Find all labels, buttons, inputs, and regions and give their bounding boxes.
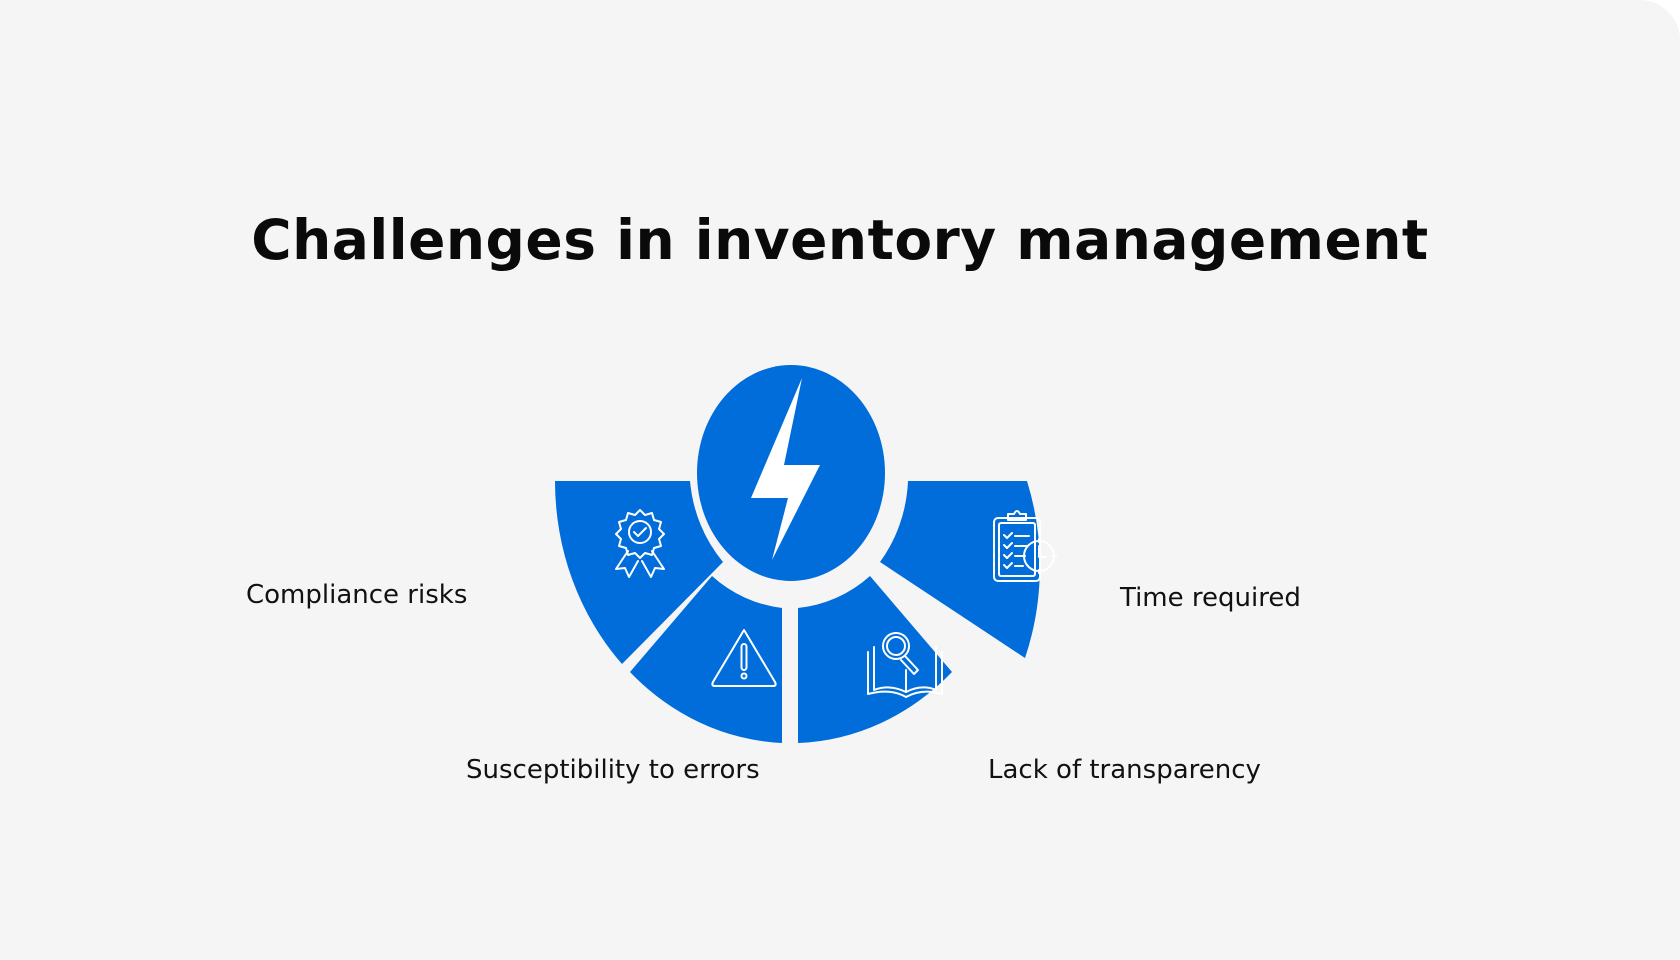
label-time-required: Time required: [1120, 583, 1301, 613]
segment-susceptibility-to-errors: [630, 576, 782, 743]
label-compliance-risks: Compliance risks: [246, 580, 468, 610]
label-susceptibility-to-errors: Susceptibility to errors: [466, 755, 760, 785]
page-title: Challenges in inventory management: [251, 208, 1429, 272]
award-badge-check-icon: [615, 509, 665, 578]
clipboard-clock-icon: [993, 510, 1057, 582]
label-lack-of-transparency: Lack of transparency: [988, 755, 1261, 785]
book-magnifier-icon: [867, 632, 943, 698]
warning-triangle-icon: [711, 629, 777, 687]
lightning-bolt-icon: [751, 378, 820, 560]
segment-compliance-risks: [555, 481, 723, 664]
